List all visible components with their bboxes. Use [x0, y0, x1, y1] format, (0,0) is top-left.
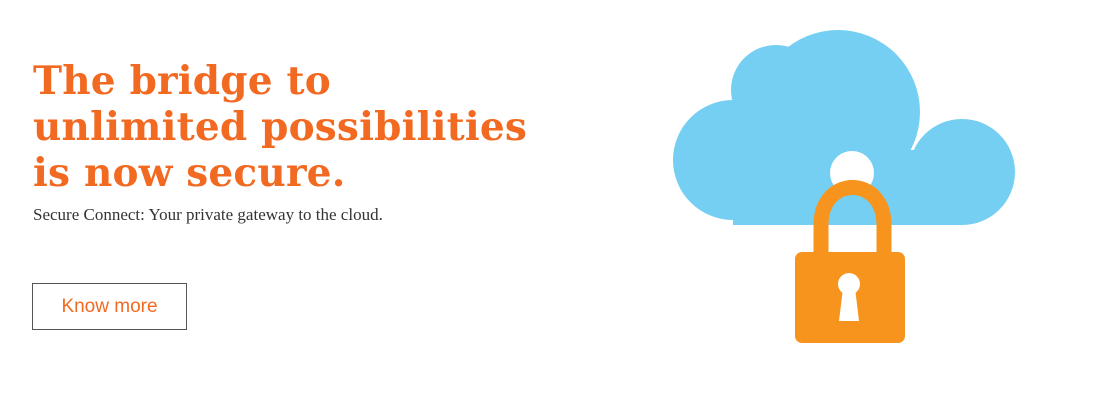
headline-line-2: unlimited possibilities [33, 104, 528, 150]
headline-line-1: The bridge to [33, 58, 331, 104]
cloud-lock-illustration [673, 30, 1015, 343]
know-more-button[interactable]: Know more [32, 283, 187, 330]
headline-line-3: is now secure. [33, 150, 346, 196]
headline: The bridge to unlimited possibilities is… [33, 58, 593, 196]
padlock-icon [795, 180, 905, 343]
subtext: Secure Connect: Your private gateway to … [33, 205, 383, 224]
keyhole-icon [838, 273, 860, 321]
